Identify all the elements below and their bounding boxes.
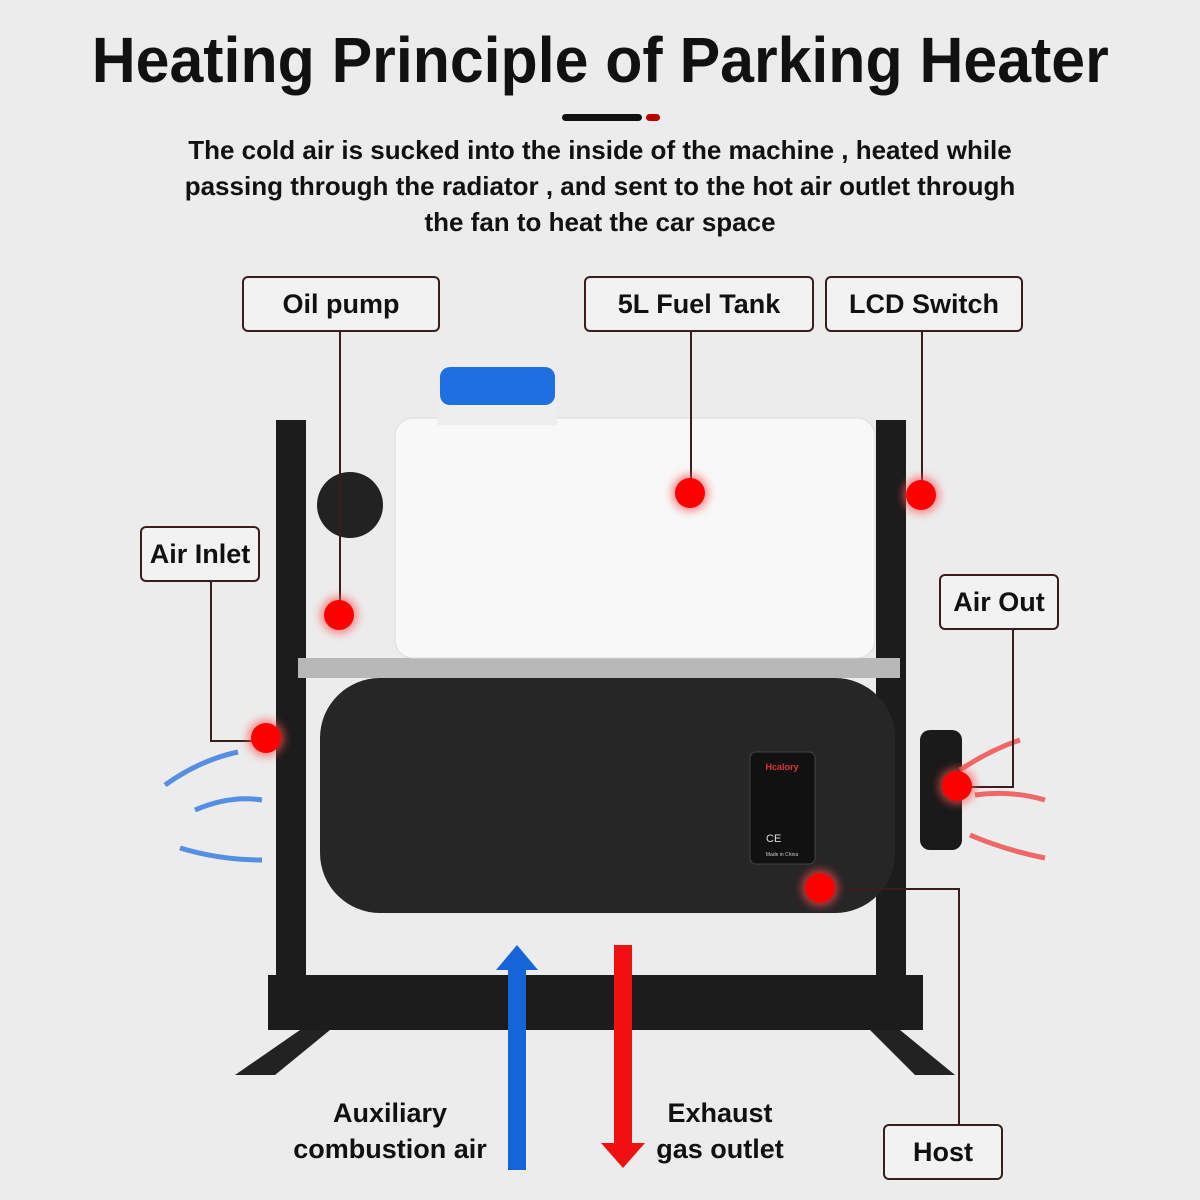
nameplate-ce: CE <box>766 833 781 845</box>
air-outlet-duct <box>920 730 962 850</box>
connector <box>957 786 1014 788</box>
connector <box>921 330 923 495</box>
marker-air-out <box>942 771 972 801</box>
description-line: The cold air is sucked into the inside o… <box>188 135 1012 165</box>
nameplate-brand: Hcalory <box>765 762 798 772</box>
air-inlet-arrows <box>163 749 263 863</box>
nameplate-made-in: Made in China <box>766 852 798 858</box>
connector <box>210 580 212 742</box>
fuel-tank <box>394 417 876 659</box>
foot-right <box>870 1030 955 1075</box>
marker-oil-pump <box>324 600 354 630</box>
marker-lcd-switch <box>906 480 936 510</box>
label-host: Host <box>883 1124 1003 1180</box>
label-air-out: Air Out <box>939 574 1059 630</box>
connector <box>690 330 692 492</box>
caption-exhaust: Exhaust gas outlet <box>645 1095 795 1167</box>
label-air-inlet: Air Inlet <box>140 526 260 582</box>
label-lcd-switch: LCD Switch <box>825 276 1023 332</box>
connector <box>958 888 960 1124</box>
description: The cold air is sucked into the inside o… <box>50 132 1150 240</box>
aux-air-arrow <box>508 965 526 1170</box>
base-frame <box>268 975 923 1030</box>
foot-left <box>235 1030 330 1075</box>
caption-line: Exhaust <box>667 1098 773 1128</box>
frame-left <box>276 420 306 980</box>
divider <box>562 114 642 121</box>
caption-line: Auxiliary <box>332 1098 448 1128</box>
aux-air-arrowhead <box>496 945 538 970</box>
exhaust-arrowhead <box>601 1143 645 1168</box>
connector <box>1012 628 1014 788</box>
page-title-text: Heating Principle of Parking Heater <box>91 24 1109 96</box>
marker-air-inlet <box>251 723 281 753</box>
shelf <box>298 658 900 678</box>
marker-host <box>805 873 835 903</box>
oil-pump-body <box>317 472 383 538</box>
description-line: passing through the radiator , and sent … <box>184 171 1016 201</box>
connector <box>820 888 960 890</box>
tank-cap <box>440 367 555 405</box>
description-line: the fan to heat the car space <box>424 207 776 237</box>
caption-line: combustion air <box>293 1134 487 1164</box>
caption-aux-air: Auxiliary combustion air <box>280 1095 500 1167</box>
connector <box>210 740 266 742</box>
label-oil-pump: Oil pump <box>242 276 440 332</box>
divider-accent <box>646 114 660 121</box>
air-out-arrows <box>958 737 1046 861</box>
marker-fuel-tank <box>675 478 705 508</box>
caption-line: gas outlet <box>656 1134 784 1164</box>
page-title: Heating Principle of Parking Heater <box>0 22 1200 98</box>
nameplate <box>749 751 816 865</box>
label-fuel-tank: 5L Fuel Tank <box>584 276 814 332</box>
exhaust-arrow <box>614 945 632 1145</box>
connector <box>339 330 341 615</box>
